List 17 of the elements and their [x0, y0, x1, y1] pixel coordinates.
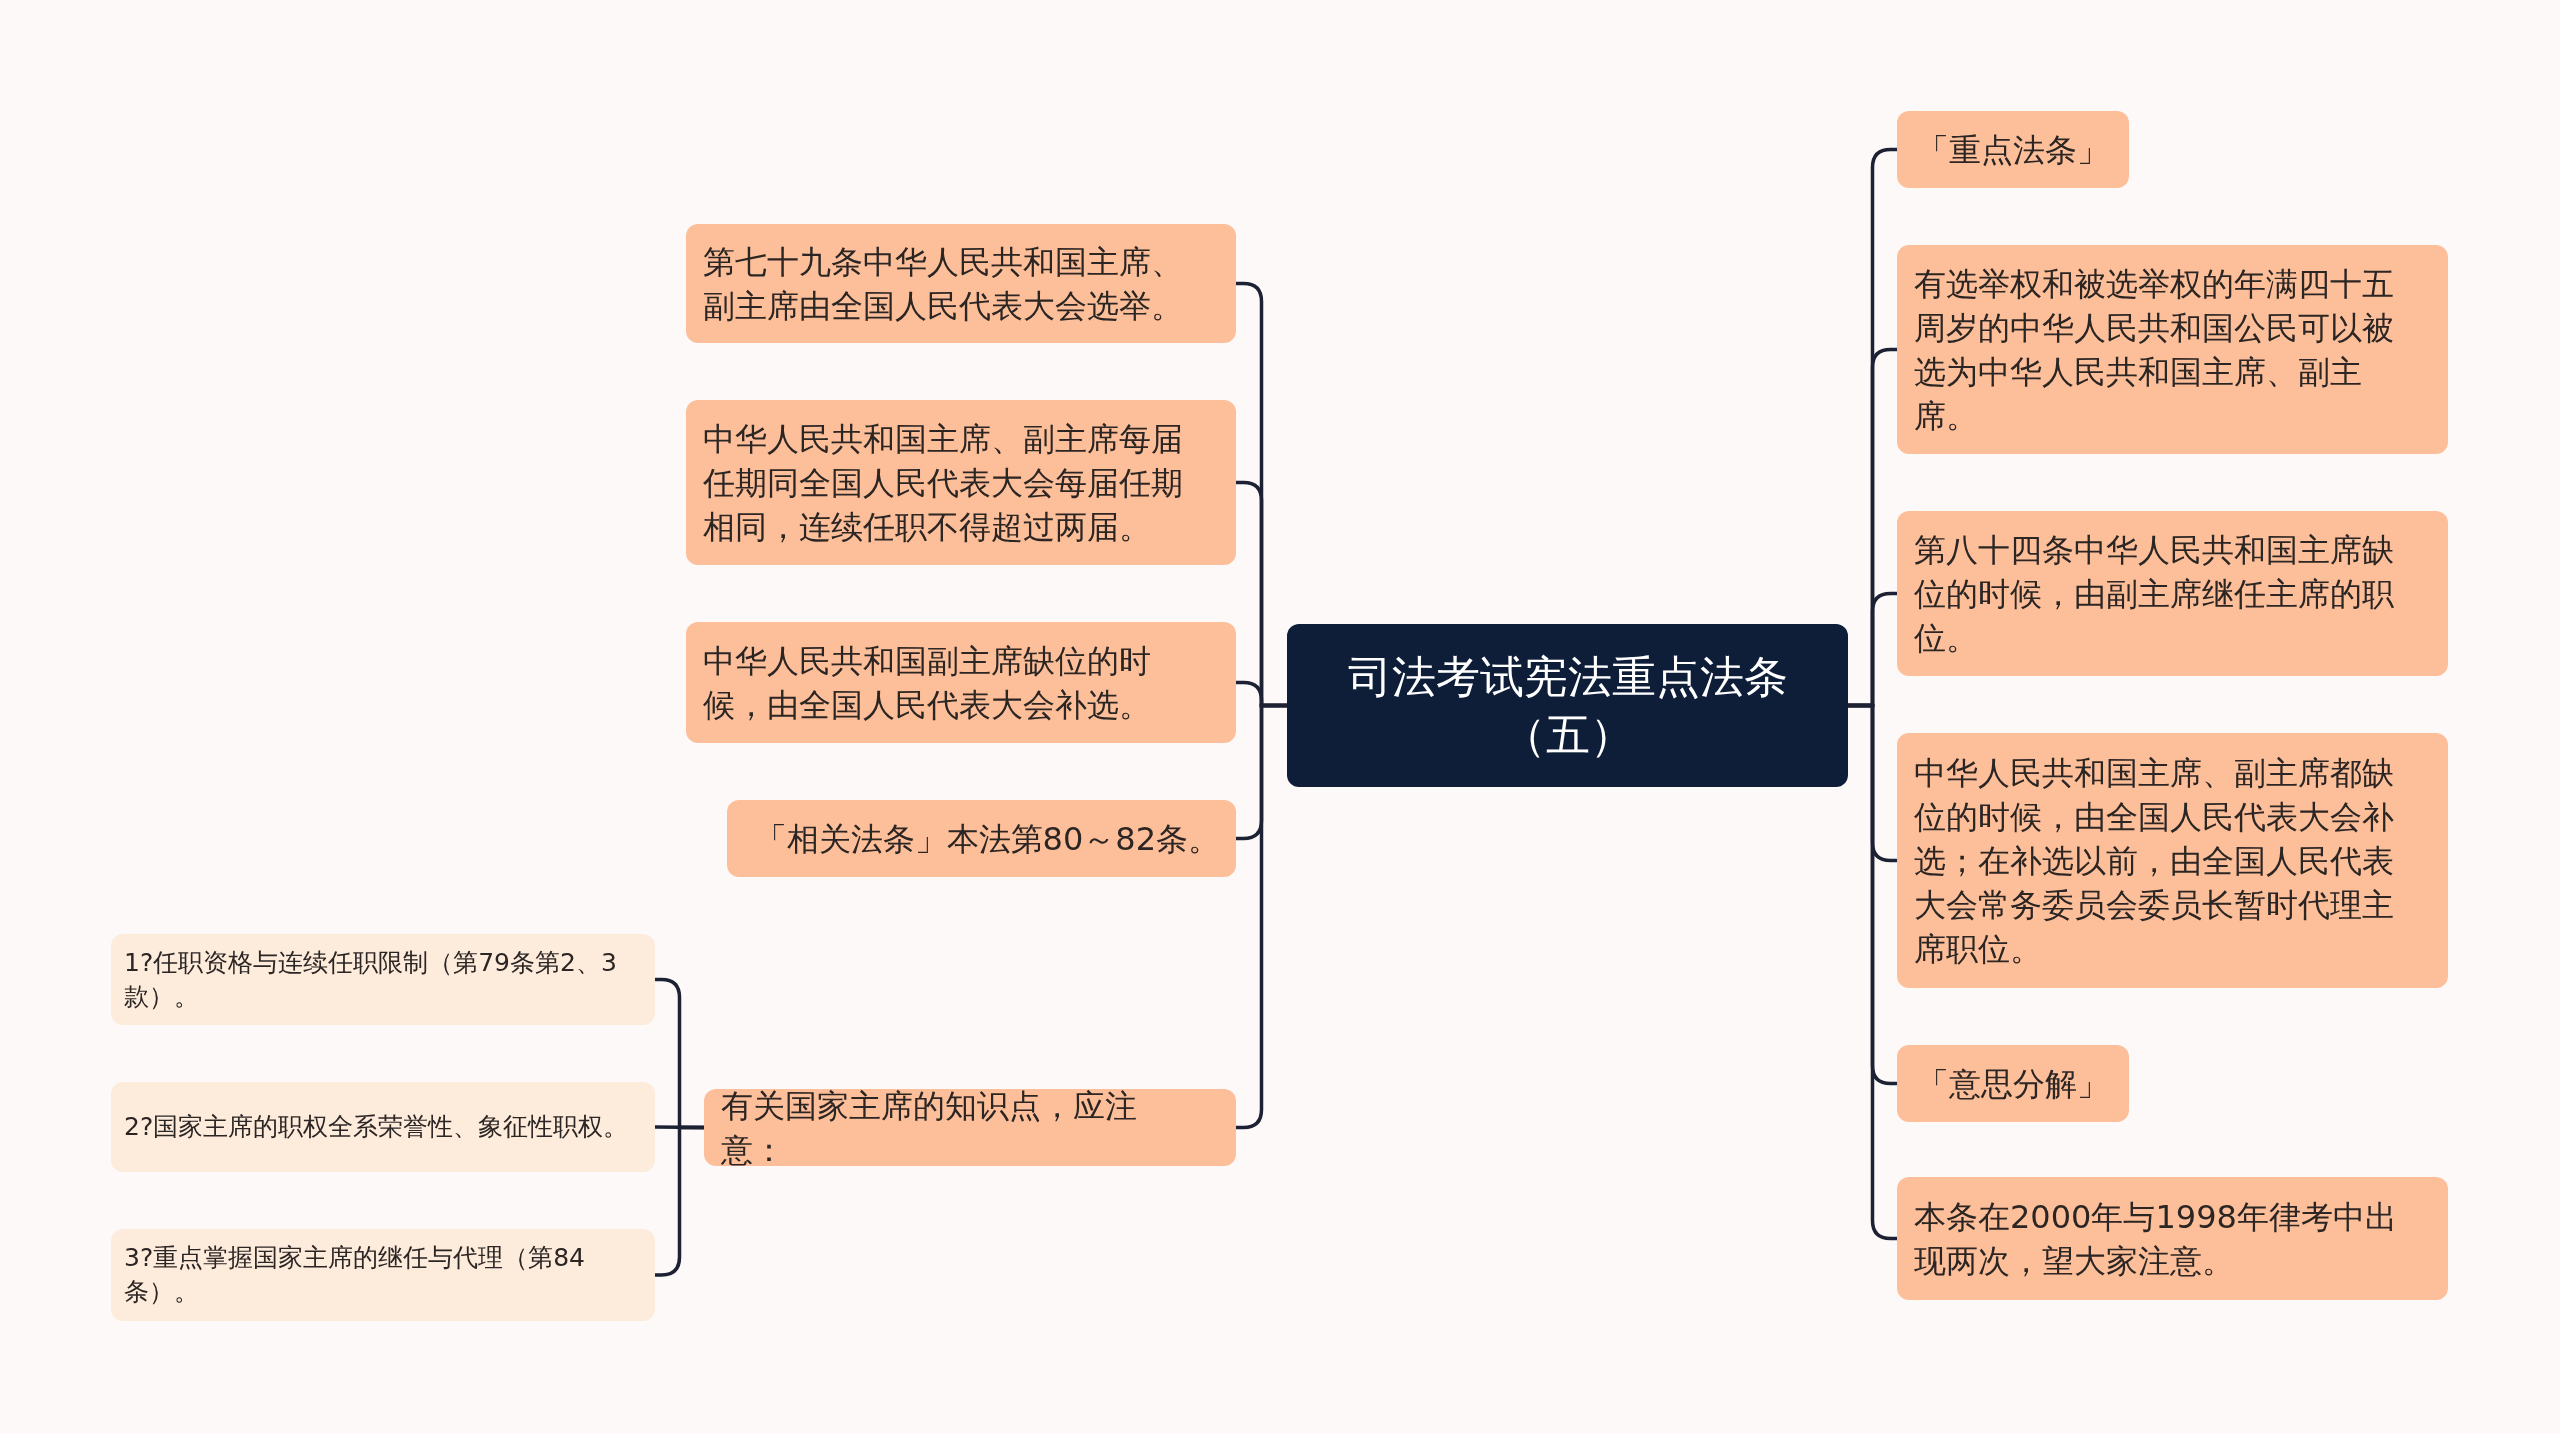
topic-box: 「相关法条」本法第80～82条。 [727, 800, 1236, 877]
topic-box: 第八十四条中华人民共和国主席缺位的时候，由副主席继任主席的职位。 [1897, 511, 2448, 676]
topic-box: 本条在2000年与1998年律考中出现两次，望大家注意。 [1897, 1177, 2448, 1300]
central-topic-box: 司法考试宪法重点法条（五） [1287, 624, 1848, 787]
topic-box: 有关国家主席的知识点，应注意： [704, 1089, 1236, 1166]
topic-box: 有选举权和被选举权的年满四十五周岁的中华人民共和国公民可以被选为中华人民共和国主席、副主席。 [1897, 245, 2448, 454]
topic-box: 中华人民共和国主席、副主席都缺位的时候，由全国人民代表大会补选；在补选以前，由全国人民代表大会常务委员会委员长暂时代理主席职位。 [1897, 733, 2448, 988]
subtopic-box: 3?重点掌握国家主席的继任与代理（第84条）。 [111, 1229, 655, 1321]
topic-box: 中华人民共和国主席、副主席每届任期同全国人民代表大会每届任期相同，连续任职不得超过两届。 [686, 400, 1236, 565]
topic-box: 第七十九条中华人民共和国主席、副主席由全国人民代表大会选举。 [686, 224, 1236, 343]
topic-box: 「意思分解」 [1897, 1045, 2129, 1122]
topic-box: 中华人民共和国副主席缺位的时候，由全国人民代表大会补选。 [686, 622, 1236, 743]
connector-line [1236, 703, 1287, 1130]
connector-line [655, 1125, 704, 1277]
topic-box: 「重点法条」 [1897, 111, 2129, 188]
subtopic-box: 2?国家主席的职权全系荣誉性、象征性职权。 [111, 1082, 655, 1172]
subtopic-box: 1?任职资格与连续任职限制（第79条第2、3款）。 [111, 934, 655, 1025]
